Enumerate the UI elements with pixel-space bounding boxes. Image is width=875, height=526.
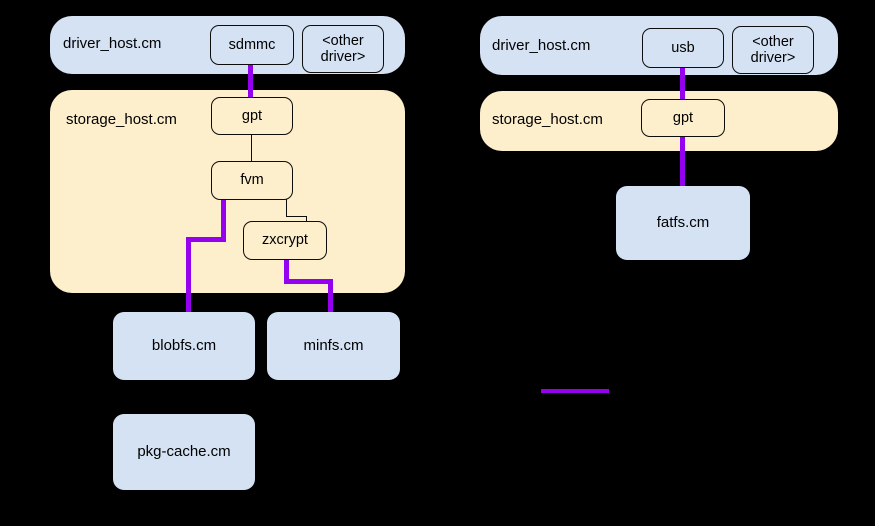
- right-storage-gpt[interactable]: gpt: [641, 99, 725, 137]
- right-driver-usb[interactable]: usb: [642, 28, 724, 68]
- component-minfs[interactable]: minfs.cm: [267, 312, 400, 380]
- link-zxcrypt-to-minfs-seg3: [328, 279, 333, 317]
- link-gpt-to-fvm: [251, 134, 253, 162]
- link-gpt-to-fatfs: [680, 136, 685, 187]
- component-pkg-cache[interactable]: pkg-cache.cm: [113, 414, 255, 490]
- link-fvm-to-zxcrypt-seg2: [286, 216, 307, 218]
- link-fvm-to-blobfs-seg2: [186, 237, 226, 242]
- right-storage-host-label: storage_host.cm: [492, 111, 603, 128]
- link-fvm-to-blobfs-seg3: [186, 237, 191, 317]
- left-storage-fvm[interactable]: fvm: [211, 161, 293, 200]
- left-driver-host-label: driver_host.cm: [63, 35, 162, 52]
- link-zxcrypt-to-minfs-seg1: [284, 259, 289, 284]
- component-fatfs[interactable]: fatfs.cm: [616, 186, 750, 260]
- link-usb-to-gpt: [680, 67, 685, 101]
- left-storage-zxcrypt[interactable]: zxcrypt: [243, 221, 327, 260]
- left-driver-other[interactable]: <other driver>: [302, 25, 384, 73]
- link-sdmmc-to-gpt: [248, 64, 253, 98]
- left-storage-gpt[interactable]: gpt: [211, 97, 293, 135]
- component-blobfs[interactable]: blobfs.cm: [113, 312, 255, 380]
- right-driver-other[interactable]: <other driver>: [732, 26, 814, 74]
- link-fvm-to-blobfs-seg1: [221, 198, 226, 242]
- left-driver-sdmmc[interactable]: sdmmc: [210, 25, 294, 65]
- link-zxcrypt-to-minfs-seg2: [284, 279, 333, 284]
- link-fvm-to-zxcrypt-seg1: [286, 199, 288, 217]
- left-storage-host-label: storage_host.cm: [66, 111, 177, 128]
- right-driver-host-label: driver_host.cm: [492, 37, 591, 54]
- legend-purple-link-swatch: [541, 389, 609, 393]
